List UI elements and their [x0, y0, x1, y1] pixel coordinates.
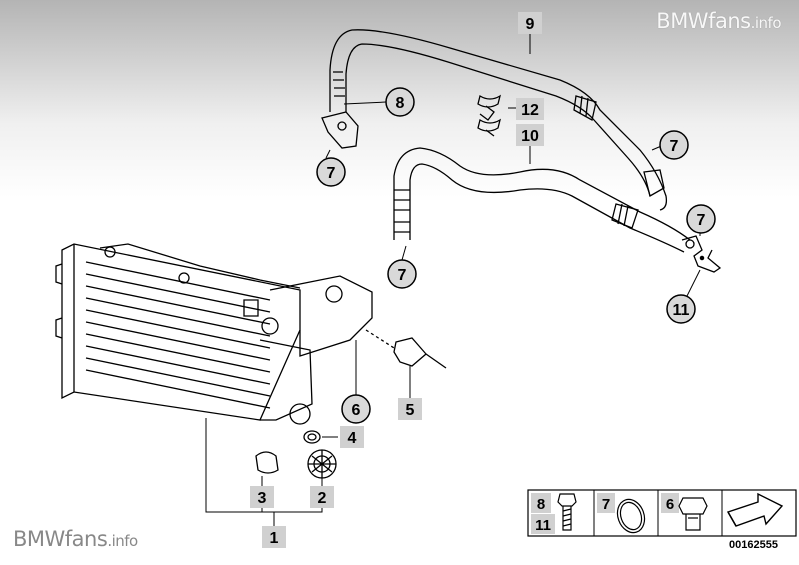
small-parts-legend: 8 11 7 6	[527, 489, 797, 537]
hex-bolt-icon	[678, 497, 708, 531]
callout-9: 9	[518, 12, 542, 34]
watermark-suffix: .info	[107, 532, 138, 550]
bolt-icon	[557, 493, 577, 531]
callout-label: 12	[521, 102, 539, 119]
oil-cooler	[55, 243, 373, 425]
callout-label: 4	[348, 430, 357, 447]
watermark-brand: BMWfans	[13, 527, 108, 551]
callout-1: 1	[262, 526, 286, 548]
watermark-bottom: BMWfans.info	[13, 527, 138, 551]
callout-10: 10	[516, 124, 544, 146]
watermark-suffix: .info	[750, 14, 782, 32]
callout-6: 6	[341, 394, 371, 424]
callout-7-upper-left: 7	[316, 157, 346, 187]
callout-label: 11	[673, 302, 690, 319]
sealing-ring	[303, 430, 321, 444]
watermark-brand: BMWfans	[656, 9, 751, 33]
callout-label: 5	[406, 402, 415, 419]
callout-label: 7	[697, 212, 706, 229]
watermark-top: BMWfans.info	[656, 9, 781, 33]
callout-label: 6	[352, 402, 361, 419]
callout-5: 5	[398, 398, 422, 420]
arrow-icon	[726, 492, 784, 527]
callout-label: 9	[526, 16, 535, 33]
callout-7-right: 7	[686, 204, 716, 234]
oil-temperature-sensor	[365, 329, 447, 369]
callout-2: 2	[310, 486, 334, 508]
lower-oil-line	[393, 147, 722, 273]
callout-3: 3	[250, 486, 274, 508]
legend-label-11: 11	[535, 517, 551, 534]
plug	[255, 451, 279, 474]
callout-7-upper-right: 7	[659, 130, 689, 160]
callout-label: 10	[521, 128, 539, 145]
callout-4: 4	[340, 426, 364, 448]
callout-12: 12	[516, 98, 544, 120]
callout-label: 2	[318, 490, 327, 507]
callout-11: 11	[666, 294, 696, 324]
callout-8: 8	[385, 87, 415, 117]
callout-label: 3	[258, 490, 267, 507]
part-number: 00162555	[729, 539, 778, 551]
upper-oil-line	[321, 29, 668, 211]
thermostat	[307, 449, 337, 479]
callout-label: 7	[670, 138, 679, 155]
legend-label-7: 7	[602, 496, 610, 513]
hose-clip	[477, 94, 502, 137]
o-ring-icon	[616, 498, 646, 534]
callout-label: 7	[398, 267, 407, 284]
legend-label-6: 6	[666, 496, 674, 513]
callout-label: 1	[270, 530, 279, 547]
callout-label: 8	[396, 95, 405, 112]
callout-7-lower: 7	[387, 259, 417, 289]
callout-label: 7	[327, 165, 336, 182]
legend-label-8: 8	[537, 496, 545, 513]
